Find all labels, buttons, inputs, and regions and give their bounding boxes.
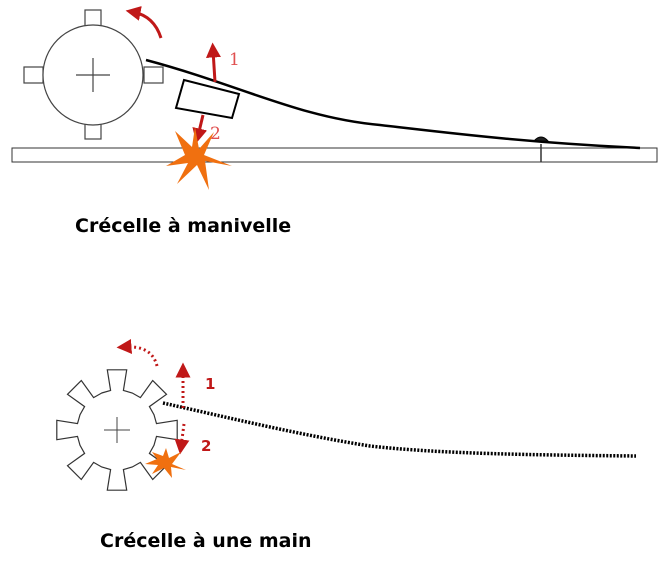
flexible-blade: [145, 58, 641, 150]
impact-burst: [145, 448, 186, 478]
cog-wheel: [23, 9, 164, 140]
lift-arrow: [205, 42, 221, 83]
hammer-block: [174, 78, 241, 120]
rotation-arrow: [116, 338, 159, 367]
cog-tooth: [23, 66, 44, 84]
step-label-2: 2: [210, 124, 221, 144]
crank-ratchet-diagram: 1 2: [11, 6, 658, 190]
step-label-2: 2: [201, 437, 211, 455]
flexible-blade: [162, 401, 637, 458]
rotation-arrow: [125, 6, 163, 39]
strike-arrow: [174, 423, 190, 455]
base-board: [11, 147, 658, 163]
step-label-1: 1: [229, 50, 240, 70]
step-label-1: 1: [205, 375, 215, 393]
impact-burst: [166, 127, 232, 190]
caption-hand-ratchet: Crécelle à une main: [100, 530, 312, 552]
caption-crank-ratchet: Crécelle à manivelle: [75, 215, 292, 237]
strike-arrow: [192, 114, 208, 144]
cog-tooth: [143, 66, 164, 84]
hand-ratchet-diagram: 1 2: [56, 338, 637, 491]
